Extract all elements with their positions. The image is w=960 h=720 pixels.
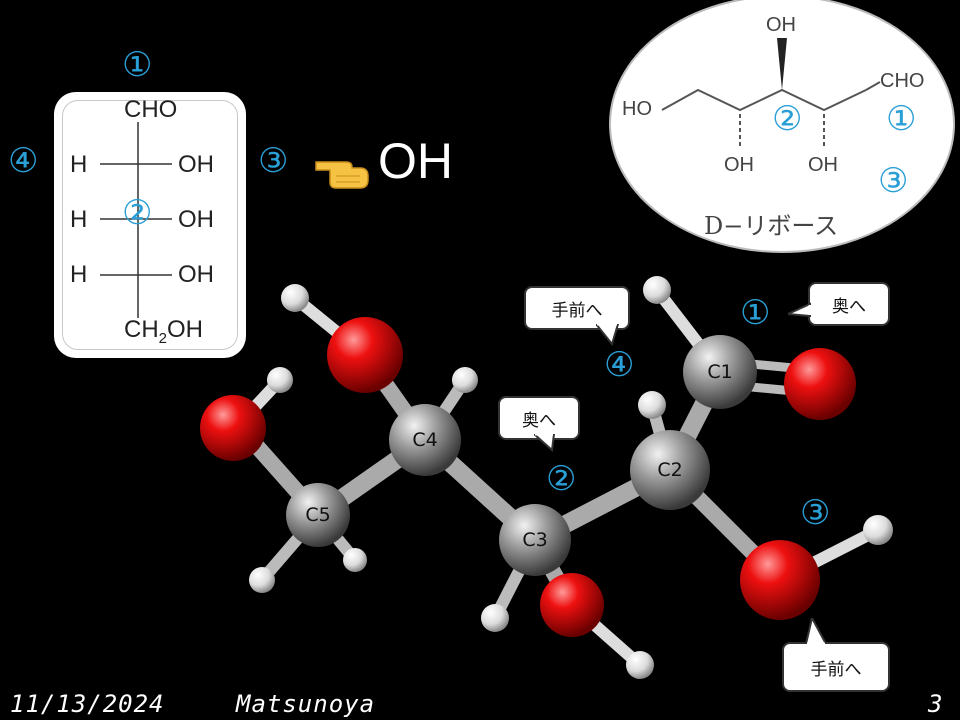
hydrogen-atom bbox=[626, 651, 654, 679]
atom-label-c2: C2 bbox=[657, 459, 682, 481]
number-3-right: ③ bbox=[258, 141, 289, 181]
ribose-number-3: ③ bbox=[878, 161, 909, 201]
fischer-row3-right: OH bbox=[178, 261, 214, 288]
callout-front-bottom: 手前へ bbox=[782, 642, 890, 692]
fischer-panel-border bbox=[62, 100, 238, 350]
d-ribose-structure bbox=[609, 0, 955, 253]
fischer-row2-left: H bbox=[70, 206, 88, 233]
fischer-row3-left: H bbox=[70, 261, 88, 288]
molecule-number-2: ② bbox=[546, 459, 577, 499]
callout-tail bbox=[596, 324, 620, 346]
footer-author: Matsunoya bbox=[236, 690, 376, 718]
fischer-lines bbox=[100, 122, 172, 318]
ribose-oh-bottom-1: OH bbox=[724, 154, 754, 176]
number-1-top: ① bbox=[122, 45, 153, 85]
atom-label-c3: C3 bbox=[522, 529, 547, 551]
carbon-atom-c4 bbox=[389, 404, 461, 476]
ribose-label: D−リボース bbox=[704, 212, 839, 240]
fischer-bottom-group: CH2OH bbox=[124, 316, 203, 347]
oxygen-atom bbox=[540, 573, 604, 637]
molecule-number-3: ③ bbox=[800, 493, 831, 533]
hydrogen-atom bbox=[343, 548, 367, 572]
d-ribose-oval: HO OH OH OH CHO D−リボース ② ① ③ bbox=[604, 0, 960, 256]
pointing-hand-icon bbox=[315, 161, 369, 189]
callout-tail bbox=[804, 618, 828, 644]
callout-back-mid: 奥へ bbox=[498, 396, 580, 440]
carbon-atom-c2 bbox=[630, 430, 710, 510]
atom-label-c4: C4 bbox=[412, 429, 437, 451]
hydrogen-atom bbox=[863, 515, 893, 545]
number-2-fischer: ② bbox=[122, 193, 153, 233]
atom-label-c1: C1 bbox=[707, 361, 732, 383]
fischer-row2-right: OH bbox=[178, 206, 214, 233]
footer-page-number: 3 bbox=[928, 690, 944, 718]
oxygen-atom bbox=[740, 540, 820, 620]
carbon-atom-c5 bbox=[286, 483, 350, 547]
fischer-projection-panel: CHO H OH H OH H OH CH2OH bbox=[54, 92, 246, 358]
callout-tail bbox=[534, 434, 556, 453]
hydrogen-atom bbox=[267, 367, 293, 393]
callout-front-top: 手前へ bbox=[524, 286, 630, 330]
footer-date: 11/13/2024 bbox=[10, 690, 165, 718]
hydrogen-atom bbox=[249, 567, 275, 593]
hydrogen-atom bbox=[281, 284, 309, 312]
fischer-bottom-main: CH bbox=[124, 316, 159, 343]
molecule-number-4: ④ bbox=[604, 345, 635, 385]
carbon-atom-c3 bbox=[499, 504, 571, 576]
molecule-number-1: ① bbox=[740, 293, 771, 333]
number-4-left: ④ bbox=[8, 141, 39, 181]
callout-back-top-right: 奥へ bbox=[808, 282, 890, 326]
hydrogen-atom bbox=[481, 604, 509, 632]
carbon-atom-c1 bbox=[683, 335, 757, 409]
callout-tail bbox=[788, 302, 812, 318]
hydrogen-atom bbox=[638, 391, 666, 419]
fischer-row1-left: H bbox=[70, 151, 88, 178]
ribose-cho: CHO bbox=[880, 70, 925, 92]
fischer-bottom-tail: OH bbox=[167, 316, 204, 343]
oxygen-atom bbox=[327, 317, 403, 393]
ribose-ho-left: HO bbox=[622, 98, 652, 120]
fischer-bottom-sub: 2 bbox=[158, 329, 168, 347]
ribose-number-1: ① bbox=[886, 99, 917, 139]
atom-label-c5: C5 bbox=[305, 504, 330, 526]
ribose-number-2: ② bbox=[772, 99, 803, 139]
oxygen-atom bbox=[200, 395, 266, 461]
ribose-oh-top: OH bbox=[766, 14, 796, 36]
pointer-oh-label: OH bbox=[378, 133, 453, 189]
oxygen-atom bbox=[784, 348, 856, 420]
hydrogen-atom bbox=[643, 276, 671, 304]
fischer-top-group: CHO bbox=[124, 96, 178, 123]
hydrogen-atom bbox=[452, 367, 478, 393]
fischer-row1-right: OH bbox=[178, 151, 214, 178]
ribose-oh-bottom-2: OH bbox=[808, 154, 838, 176]
